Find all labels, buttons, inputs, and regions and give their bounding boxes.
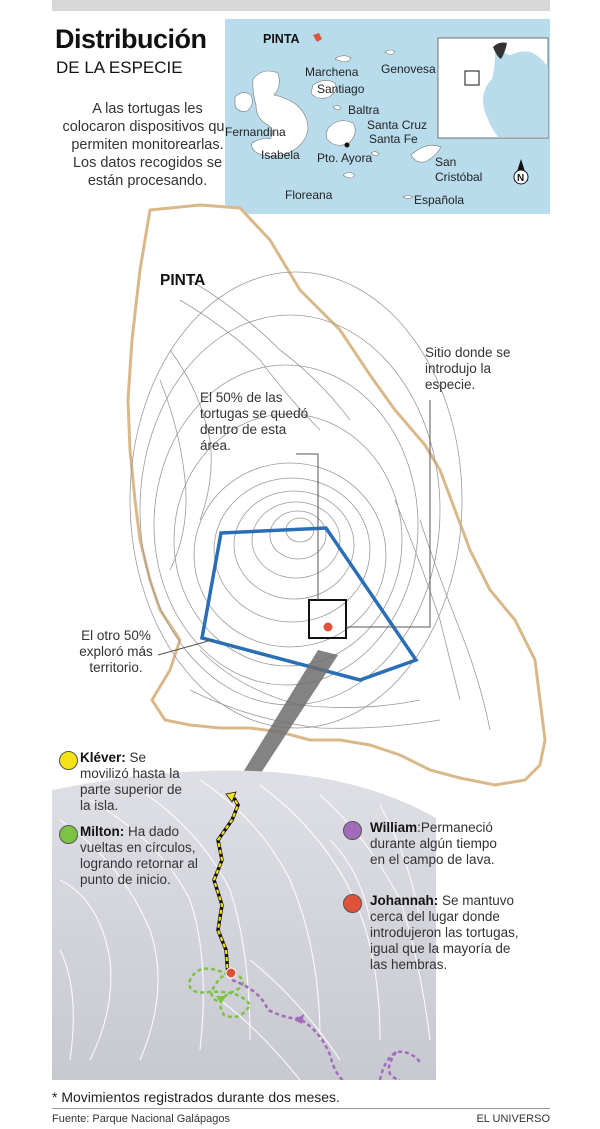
william-arrow-icon — [294, 1014, 304, 1024]
legend-klever-text: Se movilizó hasta la parte superior de l… — [80, 750, 183, 813]
legend-william-text: :Permaneció durante algún tiempo en el c… — [370, 820, 497, 867]
page-subtitle: DE LA ESPECIE — [56, 58, 183, 77]
milton-arrow-icon — [216, 996, 226, 1004]
legend-johannah-name: Johannah: — [370, 893, 439, 908]
topographic-contours — [129, 271, 491, 731]
footer-rule — [52, 1108, 550, 1109]
inset-label-isabela: Isabela — [261, 148, 300, 162]
santa-fe-island — [370, 151, 380, 157]
milton-path — [188, 967, 252, 1019]
santa-cruz-island — [326, 120, 356, 146]
inset-label-baltra: Baltra — [348, 103, 380, 117]
espanola-island — [402, 195, 414, 199]
locator-highlight-box — [464, 70, 480, 86]
island-label: PINTA — [160, 272, 205, 289]
inset-map-svg: PINTA Marchena Genovesa Santiago Baltra … — [225, 32, 549, 207]
callout-fifty-other: El otro 50% exploró más territorio. — [79, 628, 153, 675]
inset-label-santa-fe: Santa Fe — [369, 132, 418, 146]
inset-label-santiago: Santiago — [317, 82, 365, 96]
fernandina-island — [234, 92, 253, 112]
inset-label-marchena: Marchena — [305, 65, 359, 79]
genovesa-island — [384, 49, 396, 55]
legend-william: William:Permaneció durante algún tiempo … — [370, 820, 510, 868]
pto-ayora-dot — [344, 142, 350, 148]
legend-milton-text: Ha dado vueltas en círculos, logrando re… — [80, 824, 198, 887]
source-credit: Fuente: Parque Nacional Galápagos — [52, 1113, 230, 1125]
legend-milton: Milton: Ha dado vueltas en círculos, log… — [80, 824, 200, 888]
inset-archipelago-map: PINTA Marchena Genovesa Santiago Baltra … — [225, 19, 550, 214]
inset-label-fernandina: Fernandina — [225, 125, 286, 139]
legend-dot-johannah — [343, 894, 362, 913]
legend-klever-name: Kléver: — [80, 750, 126, 765]
fifty-percent-area — [199, 526, 419, 682]
leader-fifty-other — [157, 639, 213, 656]
zoom-funnel — [226, 650, 338, 808]
johannah-marker — [225, 967, 237, 979]
inset-label-santa-cruz: Santa Cruz — [367, 118, 427, 132]
william-path-lava — [378, 1050, 421, 1080]
pinta-map-svg: PINTA — [52, 203, 547, 1080]
klever-arrow-icon — [225, 791, 237, 803]
legend-dot-william — [343, 821, 362, 840]
locator-coast-mark — [493, 42, 507, 59]
footnote: * Movimientos registrados durante dos me… — [52, 1089, 340, 1105]
pinta-island-marker — [313, 33, 322, 42]
klever-path — [212, 797, 240, 976]
locator-ocean — [483, 45, 548, 137]
callout-fifty-inside: El 50% de las tortugas se quedó dentro d… — [200, 390, 309, 453]
north-label: N — [517, 173, 524, 184]
legend-milton-name: Milton: — [80, 824, 125, 839]
page-title: Distribución — [55, 24, 207, 54]
leader-fifty-inside — [296, 453, 319, 600]
inset-label-floreana: Floreana — [285, 188, 333, 202]
inset-label-pto-ayora: Pto. Ayora — [317, 151, 372, 165]
legend-dot-klever — [59, 751, 78, 770]
legend-william-name: William — [370, 820, 418, 835]
santiago-island — [310, 80, 337, 99]
legend-klever: Kléver: Se movilizó hasta la parte super… — [80, 750, 195, 814]
isabela-island — [251, 70, 309, 157]
callout-intro-site: Sitio donde se introdujo la especie. — [425, 345, 511, 392]
baltra-island — [332, 105, 342, 111]
san-cristobal-island — [410, 144, 442, 163]
marchena-island — [334, 55, 352, 63]
legend-dot-milton — [59, 825, 78, 844]
floreana-island — [342, 172, 356, 179]
inset-label-genovesa: Genovesa — [381, 62, 436, 76]
zoomed-terrain — [52, 770, 436, 1080]
leader-intro-site — [346, 400, 431, 628]
legend-johannah: Johannah: Se mantuvo cerca del lugar don… — [370, 893, 520, 973]
intro-site-marker — [323, 622, 333, 632]
intro-site-box — [308, 599, 347, 639]
intro-text: A las tortugas les colocaron dispositivo… — [62, 101, 233, 189]
north-circle — [513, 169, 529, 185]
inset-label-espanola: Española — [414, 193, 464, 207]
top-bar — [52, 0, 550, 11]
inset-label-pinta: PINTA — [263, 32, 300, 46]
legend-johannah-text: Se mantuvo cerca del lugar donde introdu… — [370, 893, 519, 972]
brand-credit: EL UNIVERSO — [476, 1113, 550, 1125]
